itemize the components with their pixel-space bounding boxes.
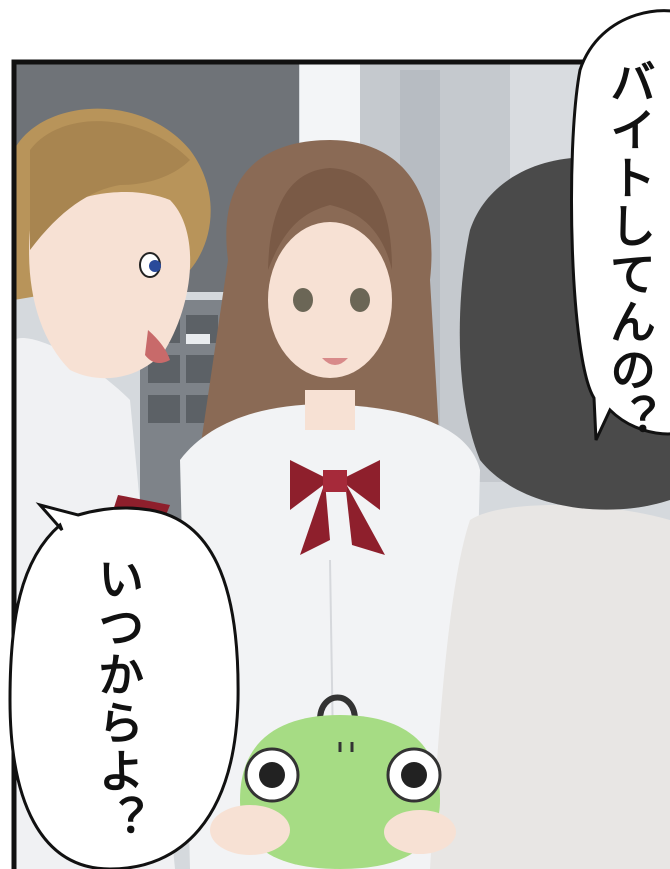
frog-bag (210, 694, 456, 869)
panel-border (11, 59, 670, 869)
speech-bubble-right (570, 9, 670, 441)
speech-bubble-left-text: いつからよ？ (91, 555, 145, 843)
speech-bubble-left (8, 502, 240, 869)
ribbon-bow (290, 460, 385, 555)
speech-bubble-right-text: バイトしてんの？ (603, 58, 657, 442)
